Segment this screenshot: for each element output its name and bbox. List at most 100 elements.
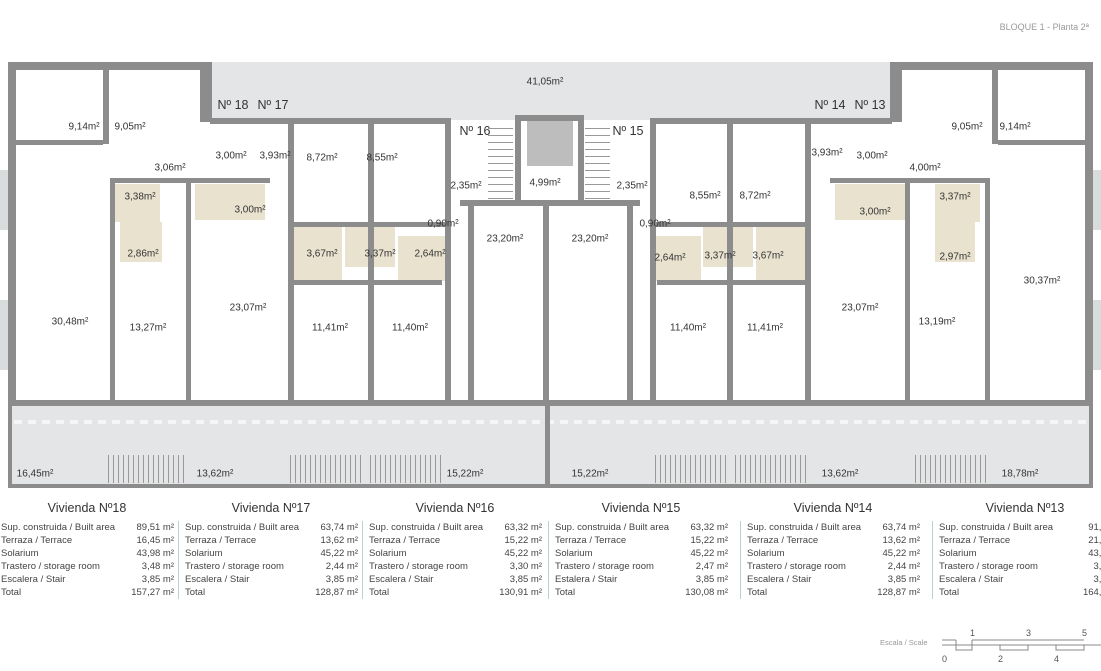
terrace-stair-step — [295, 455, 296, 483]
terrace-railing — [168, 420, 176, 424]
terrace-stair-step — [675, 455, 676, 483]
area-label: 0,90m² — [639, 218, 671, 230]
terrace-railing — [308, 420, 316, 424]
area-label: 11,41m² — [312, 322, 348, 334]
wall — [468, 205, 474, 405]
terrace-stair-step — [745, 455, 746, 483]
terrace-stair-step — [925, 455, 926, 483]
row-value: 2,44 m² — [325, 561, 358, 572]
terrace-stair-step — [153, 455, 154, 483]
terrace-railing — [630, 420, 638, 424]
area-label: 30,48m² — [51, 316, 89, 328]
row-value: 13,62 m² — [882, 535, 921, 546]
unit-number-label: Nº 15 — [612, 124, 644, 138]
row-label: Trastero / storage room — [1, 561, 100, 572]
wall — [905, 178, 910, 406]
area-label: 2,64m² — [654, 252, 686, 264]
terrace-railing — [686, 420, 694, 424]
row-value: 45,22 m² — [882, 548, 921, 559]
window — [0, 300, 8, 370]
area-label: 2,35m² — [616, 180, 648, 192]
stair-step — [585, 170, 610, 171]
terrace-railing — [644, 420, 652, 424]
row-label: Terraza / Terrace — [939, 535, 1011, 546]
area-label: 13,19m² — [918, 316, 956, 328]
terrace-stair-step — [685, 455, 686, 483]
terrace-railing — [196, 420, 204, 424]
wall — [1089, 405, 1093, 485]
terrace-railing — [994, 420, 1002, 424]
terrace-stair-step — [148, 455, 149, 483]
wall — [890, 62, 1093, 70]
row-value: 164,33 — [1082, 587, 1101, 598]
terrace-stair-step — [955, 455, 956, 483]
row-value: 3,85 m² — [509, 574, 542, 585]
stair-step — [488, 156, 513, 157]
unit-title: Vivienda Nº16 — [415, 501, 495, 515]
row-value: 13,62 m² — [320, 535, 359, 546]
row-label: Solarium — [555, 548, 593, 559]
unit-number-label: Nº 14 — [814, 98, 846, 112]
row-label: Total — [747, 587, 768, 598]
terrace-railing — [448, 420, 456, 424]
terrace-stair-step — [360, 455, 361, 483]
terrace-stair-step — [290, 455, 291, 483]
terrace-railing — [238, 420, 246, 424]
terrace-railing — [1036, 420, 1044, 424]
area-label: 2,64m² — [414, 248, 446, 260]
terrace-railing — [812, 420, 820, 424]
row-value: 3,85 m² — [887, 574, 920, 585]
row-label: Trastero / storage room — [939, 561, 1038, 572]
row-label: Escalera / Stair — [939, 574, 1004, 585]
terrace-railing — [798, 420, 806, 424]
terrace-railing — [938, 420, 946, 424]
stair-step — [585, 135, 610, 136]
row-value: 130,91 m² — [499, 587, 542, 598]
terrace-stair-step — [400, 455, 401, 483]
wall — [368, 118, 374, 406]
terrace-railing — [728, 420, 736, 424]
row-label: Escalera / Stair — [1, 574, 66, 585]
area-label: 18,78m² — [1001, 468, 1039, 480]
terrace-stair-step — [118, 455, 119, 483]
terrace-stair-step — [795, 455, 796, 483]
terrace-railing — [266, 420, 274, 424]
row-value: 3,30 m² — [509, 561, 542, 572]
terrace-stair-step — [690, 455, 691, 483]
terrace-stair-step — [420, 455, 421, 483]
terrace-stair-step — [395, 455, 396, 483]
terrace-stair-step — [305, 455, 306, 483]
terrace-railing — [224, 420, 232, 424]
terrace-railing — [112, 420, 120, 424]
terrace-stair-step — [700, 455, 701, 483]
row-value: 3,85 m² — [325, 574, 358, 585]
area-label: 15,22m² — [446, 468, 484, 480]
area-label: 3,37m² — [939, 191, 971, 203]
table-row: Terraza / Terrace 21,63 — [939, 534, 1101, 547]
wall — [543, 206, 549, 406]
row-label: Estalera / Stair — [555, 574, 618, 585]
row-label: Sup. construida / Built area — [369, 522, 484, 533]
unit-title: Vivienda Nº18 — [47, 501, 127, 515]
area-label: 13,62m² — [821, 468, 859, 480]
terrace-stair-step — [350, 455, 351, 483]
terrace-railing — [1022, 420, 1030, 424]
area-label: 23,07m² — [841, 302, 879, 314]
area-label: 8,72m² — [739, 190, 771, 202]
row-label: Terraza / Terrace — [1, 535, 73, 546]
row-value: 45,22 m² — [504, 548, 543, 559]
stair-step — [488, 177, 513, 178]
terrace-stair-step — [335, 455, 336, 483]
row-value: 128,87 m² — [315, 587, 358, 598]
terrace-railing — [14, 420, 22, 424]
row-value: 21,63 — [1088, 535, 1101, 546]
